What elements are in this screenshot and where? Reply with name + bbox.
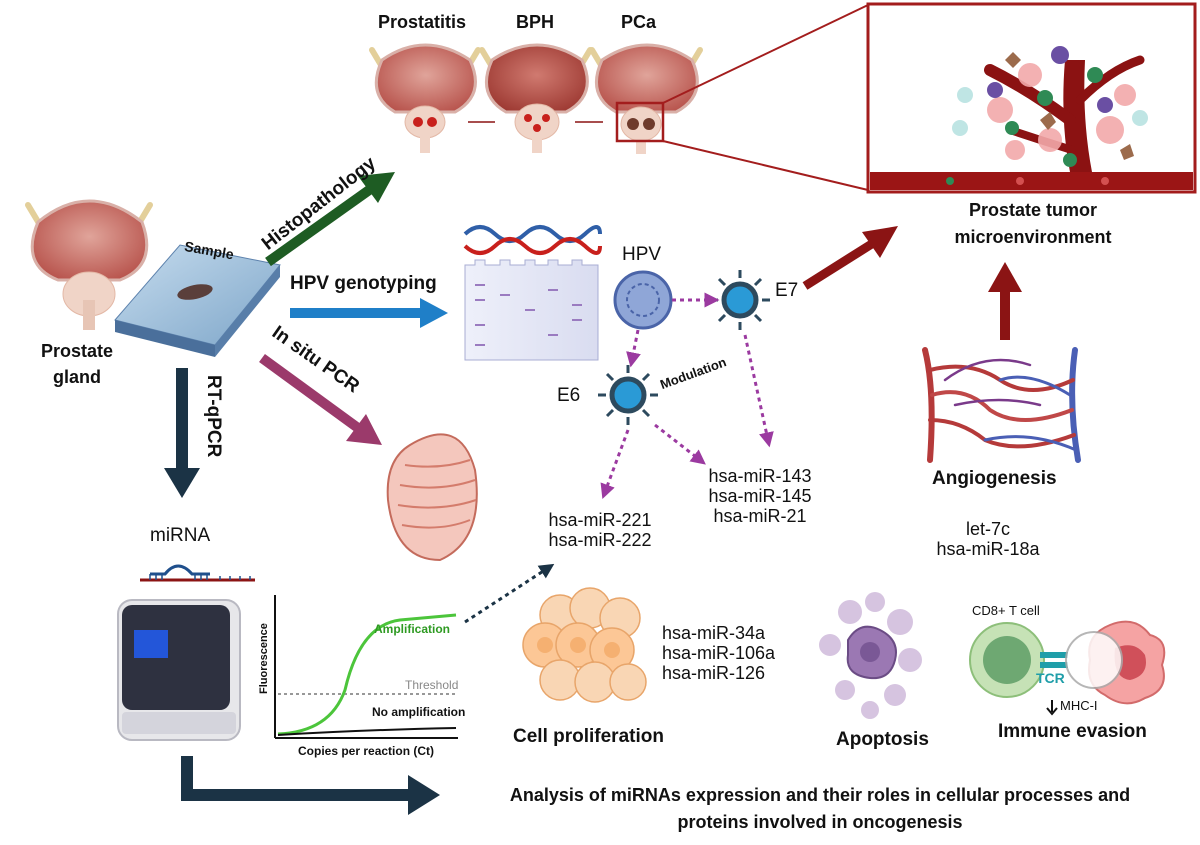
mirna-e7-target: hsa-miR-145 [708, 486, 812, 506]
immune-evasion-illustration [969, 620, 1166, 716]
mirna-angiogenesis: let-7c [965, 519, 1010, 539]
prostate-pca-illustration [589, 43, 703, 154]
mirna-hairpin-icon [140, 564, 255, 582]
hpv-virion-icon [613, 270, 673, 330]
mirna-e6-targets: hsa-miR-221 hsa-miR-222 [530, 510, 670, 550]
prostate-prostatitis-illustration [369, 43, 481, 153]
mirna-e7-target: hsa-miR-143 [708, 466, 812, 486]
conclusion-arrow [181, 756, 410, 801]
mirna-proliferation: hsa-miR-126 [662, 663, 766, 683]
apoptosis-label: Apoptosis [836, 729, 929, 750]
amplification-plot [274, 595, 458, 739]
mirna-proliferation: hsa-miR-106a [662, 643, 776, 663]
cd8-t-cell-label: CD8+ T cell [972, 603, 1040, 618]
e6-label: E6 [557, 385, 581, 406]
method-hpv-genotyping-label: HPV genotyping [290, 273, 437, 294]
cell-proliferation-label: Cell proliferation [513, 726, 664, 747]
tumor-microenvironment-label: Prostate tumor microenvironment [954, 200, 1112, 247]
apoptosis-illustration [819, 592, 922, 719]
e7-to-tumor-arrow [802, 236, 881, 290]
stage-label-bph: BPH [516, 12, 555, 32]
mirna-e7-target: hsa-miR-21 [713, 506, 807, 526]
immune-evasion-label: Immune evasion [998, 721, 1147, 742]
conclusion-text: Analysis of miRNAs expression and their … [509, 785, 1131, 832]
plot-no-amplification-label: No amplification [372, 705, 466, 719]
plot-amplification-label: Amplification [374, 622, 451, 636]
sample-slide-illustration [114, 244, 281, 357]
mirna-e6-target: hsa-miR-221 [548, 510, 652, 530]
method-rt-qpcr-label: RT-qPCR [203, 375, 224, 458]
mirna-angiogenesis-group: let-7c hsa-miR-18a [918, 519, 1058, 559]
mirna-e7-targets: hsa-miR-143 hsa-miR-145 hsa-miR-21 [690, 466, 830, 526]
angiogenesis-label: Angiogenesis [932, 468, 1057, 489]
mirna-e6-target: hsa-miR-222 [548, 530, 652, 550]
hpv-label: HPV [622, 244, 662, 265]
stage-label-pca: PCa [621, 12, 657, 32]
plot-threshold-label: Threshold [405, 678, 459, 692]
stage-label-prostatitis: Prostatitis [378, 12, 467, 32]
mirna-angiogenesis: hsa-miR-18a [936, 539, 1040, 559]
prostate-gland-illustration [25, 199, 153, 330]
angiogenesis-illustration [922, 347, 1081, 463]
tumor-microenvironment-box [866, 2, 1197, 194]
qpcr-machine-illustration [117, 599, 241, 741]
e7-protein-icon [710, 270, 770, 330]
amplification-link-arrow [464, 563, 555, 624]
modulation-arrows [600, 292, 774, 500]
mirna-label: miRNA [150, 525, 211, 546]
tcr-label: TCR [1036, 670, 1065, 686]
e6-protein-icon [598, 365, 658, 425]
plot-ylabel: Fluorescence [258, 623, 270, 694]
genotyping-gel-illustration [463, 225, 602, 361]
cell-proliferation-illustration [522, 587, 647, 703]
mhc-label: MHC-I [1060, 698, 1098, 713]
mirna-proliferation-group: hsa-miR-34a hsa-miR-106a hsa-miR-126 [662, 623, 775, 683]
e7-label: E7 [775, 280, 799, 301]
plot-xlabel: Copies per reaction (Ct) [298, 744, 435, 758]
prostate-bph-illustration [479, 43, 593, 153]
tissue-section-illustration [386, 433, 478, 562]
in-situ-pcr-arrow [259, 353, 361, 433]
prostate-gland-label: Prostate gland [40, 341, 114, 387]
histopathology-arrow [265, 183, 375, 267]
mirna-proliferation: hsa-miR-34a [662, 623, 766, 643]
